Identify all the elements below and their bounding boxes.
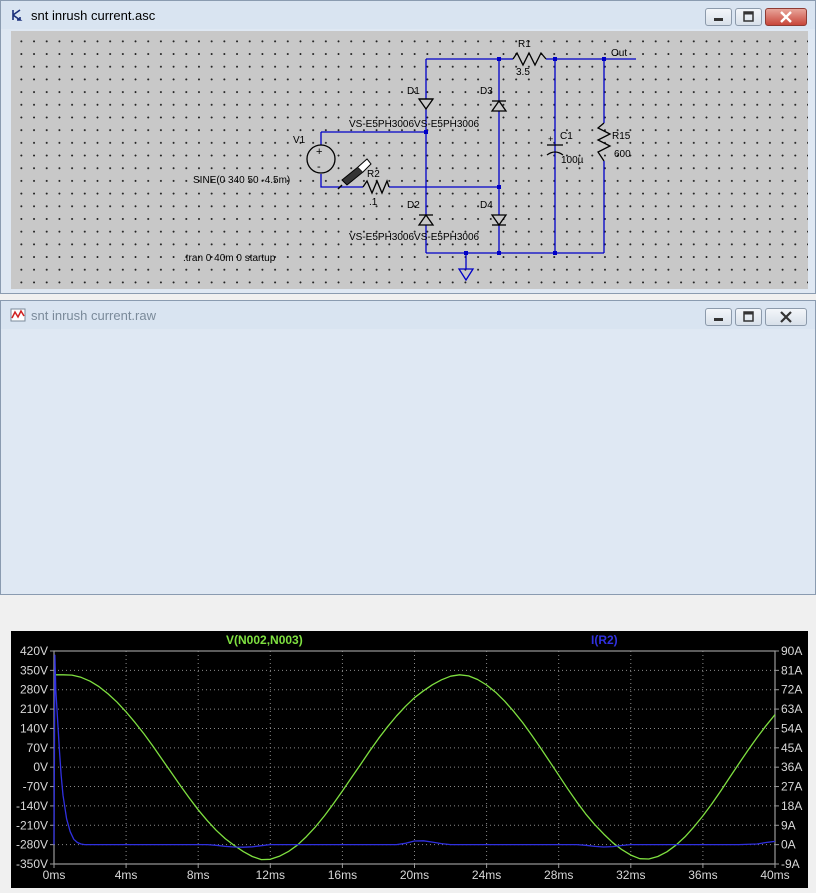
- r1-label: R1: [518, 39, 531, 50]
- schematic-title: snt inrush current.asc: [31, 8, 156, 23]
- x-tick-label: 4ms: [115, 868, 138, 882]
- y-left-tick-label: 350V: [20, 663, 48, 677]
- svg-text:-: -: [317, 161, 321, 173]
- y-left-tick-label: -210V: [16, 818, 48, 832]
- capacitor-c1[interactable]: +: [546, 134, 564, 156]
- close-button[interactable]: [765, 308, 807, 326]
- y-left-tick-label: -70V: [23, 780, 48, 794]
- c1-label: C1: [560, 131, 573, 142]
- x-tick-label: 12ms: [256, 868, 285, 882]
- y-right-tick-label: 9A: [781, 818, 796, 832]
- plot-frame: [53, 650, 776, 865]
- close-button[interactable]: [765, 8, 807, 26]
- v1-label: V1: [293, 135, 306, 146]
- minimize-button[interactable]: [705, 308, 732, 326]
- maximize-icon: [743, 311, 754, 322]
- diode-d2[interactable]: [417, 213, 435, 226]
- x-tick-label: 32ms: [616, 868, 645, 882]
- x-tick-label: 16ms: [328, 868, 357, 882]
- minimize-icon: [714, 318, 723, 321]
- resistor-r15[interactable]: [596, 122, 612, 162]
- svg-text:+: +: [548, 134, 553, 144]
- x-tick-label: 28ms: [544, 868, 573, 882]
- close-icon: [780, 11, 792, 23]
- schematic-window[interactable]: snt inrush current.asc: [0, 0, 816, 294]
- y-right-tick-label: 36A: [781, 760, 802, 774]
- schematic-junctions: [424, 57, 606, 255]
- schematic-labels: R1 3.5 Out D1 D3 VS-E5PH3006VS-E5PH3006 …: [183, 39, 631, 264]
- svg-text:+: +: [316, 146, 322, 158]
- y-right-tick-label: 0A: [781, 838, 796, 852]
- y-right-tick-label: 27A: [781, 780, 802, 794]
- ground-symbol[interactable]: [457, 268, 475, 282]
- y-right-tick-label: 45A: [781, 741, 802, 755]
- y-left-tick-label: 140V: [20, 721, 48, 735]
- x-tick-label: 20ms: [400, 868, 429, 882]
- probe-cursor-icon: [337, 158, 372, 190]
- r2-label: R2: [367, 169, 380, 180]
- d2-label: D2: [407, 200, 420, 211]
- maximize-button[interactable]: [735, 8, 762, 26]
- waveform-app-icon: [10, 308, 26, 322]
- x-tick-label: 24ms: [472, 868, 501, 882]
- y-left-tick-label: 70V: [27, 741, 48, 755]
- y-right-tick-label: 72A: [781, 683, 802, 697]
- diode-d1[interactable]: [417, 98, 435, 111]
- maximize-button[interactable]: [735, 308, 762, 326]
- minimize-icon: [714, 18, 723, 21]
- plot-grid: [54, 651, 775, 864]
- r1-value: 3.5: [516, 67, 530, 78]
- plot-series: [53, 654, 776, 861]
- v1-value: SINE(0 340 50 -4.5m): [193, 175, 290, 186]
- y-right-tick-label: 81A: [781, 663, 802, 677]
- diode-model-bottom: VS-E5PH3006VS-E5PH3006: [349, 232, 480, 243]
- y-right-tick-label: 63A: [781, 702, 802, 716]
- waveform-window-controls: [702, 308, 807, 326]
- y-right-tick-label: 90A: [781, 644, 802, 658]
- schematic-canvas[interactable]: + + - R1 3.5 Out D1 D3 VS-E5PH3006VS-E5P…: [11, 31, 808, 289]
- waveform-title: snt inrush current.raw: [31, 308, 156, 323]
- out-net-label: Out: [611, 48, 627, 59]
- d4-label: D4: [480, 200, 493, 211]
- series-label-current[interactable]: I(R2): [591, 633, 618, 647]
- maximize-icon: [743, 11, 754, 22]
- x-tick-label: 8ms: [187, 868, 210, 882]
- y-right-tick-label: 18A: [781, 799, 802, 813]
- y-left-tick-label: 210V: [20, 702, 48, 716]
- series-label-voltage[interactable]: V(N002,N003): [226, 633, 303, 647]
- c1-value: 100µ: [561, 155, 584, 166]
- y-right-tick-label: 54A: [781, 721, 802, 735]
- y-left-tick-label: 0V: [33, 760, 48, 774]
- diode-d3[interactable]: [490, 99, 508, 112]
- y-left-tick-label: -350V: [16, 857, 48, 871]
- voltage-source-v1[interactable]: + -: [306, 144, 336, 174]
- schematic-app-icon: [12, 9, 23, 21]
- r15-label: R15: [612, 131, 631, 142]
- r2-value: .1: [369, 197, 378, 208]
- diode-model-top: VS-E5PH3006VS-E5PH3006: [349, 119, 480, 130]
- y-left-tick-label: -280V: [16, 838, 48, 852]
- y-left-tick-label: 420V: [20, 644, 48, 658]
- resistor-r1[interactable]: [512, 51, 547, 67]
- minimize-button[interactable]: [705, 8, 732, 26]
- d1-label: D1: [407, 86, 420, 97]
- y-left-tick-label: -140V: [16, 799, 48, 813]
- waveform-titlebar[interactable]: snt inrush current.raw: [1, 301, 815, 329]
- x-tick-label: 36ms: [688, 868, 717, 882]
- schematic-titlebar[interactable]: snt inrush current.asc: [1, 1, 815, 29]
- y-left-tick-label: 280V: [20, 683, 48, 697]
- d3-label: D3: [480, 86, 493, 97]
- y-right-tick-label: -9A: [781, 857, 800, 871]
- resistor-r2[interactable]: [362, 179, 390, 195]
- r15-value: 600: [614, 149, 631, 160]
- schematic-window-controls: [702, 8, 807, 26]
- schematic-drawing: + + - R1 3.5 Out D1 D3 VS-E5PH3006VS-E5P…: [183, 39, 636, 282]
- diode-d4[interactable]: [490, 214, 508, 227]
- close-icon: [780, 311, 792, 323]
- tran-directive[interactable]: .tran 0 40m 0 startup: [183, 253, 276, 264]
